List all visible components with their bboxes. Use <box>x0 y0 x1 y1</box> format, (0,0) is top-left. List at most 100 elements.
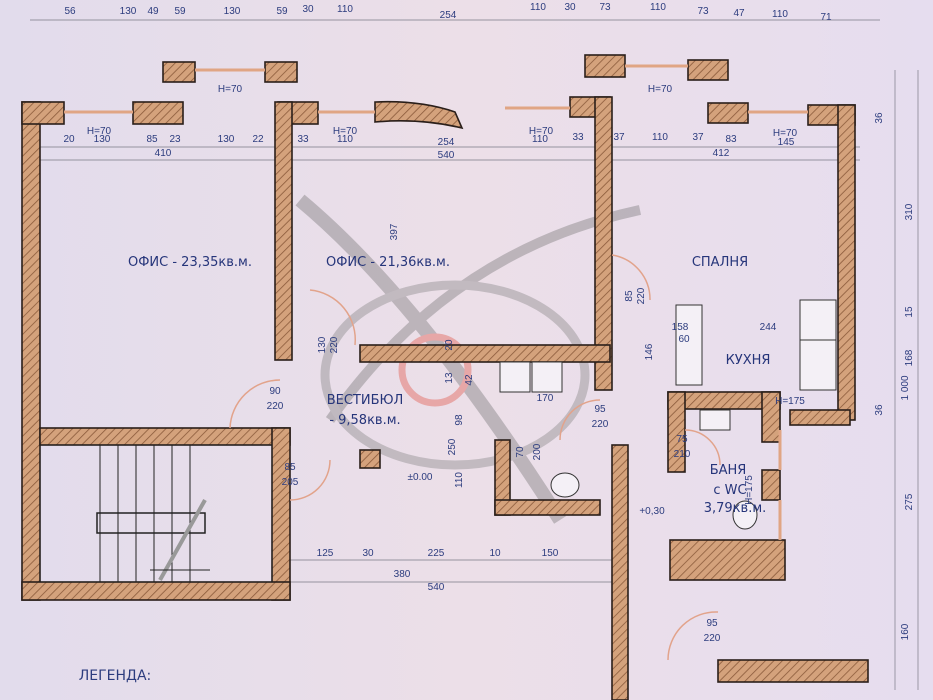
dimension-misc: 397 <box>389 223 400 240</box>
dimension-top: 73 <box>697 6 709 17</box>
dimension-inner: 110 <box>337 134 353 145</box>
level-mark-corridor: +0,30 <box>639 506 665 517</box>
dimension-top: 254 <box>440 10 457 21</box>
dimension-top: 30 <box>564 2 576 13</box>
dimension-top: 110 <box>650 2 666 13</box>
dimension-inner: 37 <box>613 132 625 143</box>
door-height: 220 <box>267 401 284 412</box>
dimension-inner: 254 <box>438 137 455 148</box>
window-height-label: H=175 <box>775 396 805 407</box>
window-height-label: H=70 <box>218 84 243 95</box>
dimension-misc: 20 <box>444 339 455 351</box>
dimension-right: 36 <box>874 404 885 416</box>
room-label-kitchen: КУХНЯ <box>726 353 771 368</box>
dimension-inner: 23 <box>169 134 181 145</box>
dimension-inner: 37 <box>692 132 704 143</box>
windows[interactable] <box>64 64 808 540</box>
room-label-vestibule: ВЕСТИБЮЛ <box>327 393 404 408</box>
window-height-label: H=175 <box>744 475 755 505</box>
dimension-top: 59 <box>174 6 186 17</box>
dimension-bottom: 540 <box>428 582 445 593</box>
dimension-right: 1 000 <box>900 375 911 400</box>
walls <box>21 54 869 700</box>
watermark-logo <box>295 194 642 524</box>
door-width: 95 <box>706 618 718 629</box>
dimension-inner: 410 <box>155 148 172 159</box>
dimension-misc: 42 <box>464 374 475 386</box>
dimension-right: 275 <box>904 493 915 510</box>
stove <box>499 361 531 393</box>
bathtub <box>675 304 703 386</box>
dimension-misc: 60 <box>678 334 690 345</box>
dimension-misc: 98 <box>454 414 465 426</box>
kitchen-stove <box>799 299 837 341</box>
sink <box>531 361 563 393</box>
level-mark-vestibule: ±0.00 <box>408 472 433 483</box>
dimension-misc: 13 <box>444 372 455 384</box>
dimension-right: 168 <box>904 349 915 366</box>
washbasin <box>699 409 731 431</box>
door-width: 95 <box>594 404 606 415</box>
bath-toilet <box>732 500 758 530</box>
room-label-office-1: ОФИС - 23,35кв.м. <box>128 255 252 270</box>
dimension-bottom: 10 <box>489 548 501 559</box>
dimension-top: 59 <box>276 6 288 17</box>
door-height: 205 <box>282 477 299 488</box>
dimension-top: 71 <box>820 12 832 23</box>
door-height: 220 <box>636 287 647 304</box>
dimension-right: 160 <box>900 623 911 640</box>
dimension-inner: 130 <box>218 134 235 145</box>
door-width: 90 <box>269 386 281 397</box>
door-height: 220 <box>704 633 721 644</box>
dimension-misc: 158 <box>672 322 689 333</box>
door-width: 85 <box>624 290 635 302</box>
dimension-bottom: 30 <box>362 548 374 559</box>
dimension-inner: 22 <box>252 134 264 145</box>
dimension-bottom: 225 <box>428 548 445 559</box>
window-height-label: H=70 <box>773 128 798 139</box>
dimension-misc: 70 <box>515 446 526 458</box>
dimension-bottom: 380 <box>394 569 411 580</box>
dimension-misc: 250 <box>447 438 458 455</box>
dimension-misc: 200 <box>532 443 543 460</box>
kitchen-sink <box>799 339 837 391</box>
dimension-right: 310 <box>904 203 915 220</box>
room-label-bath-area: 3,79кв.м. <box>704 501 767 516</box>
plan-labels: ОФИС - 23,35кв.м. ОФИС - 21,36кв.м. СПАЛНЯ… <box>63 2 915 684</box>
dimension-top: 110 <box>772 9 788 20</box>
dimension-misc: 170 <box>537 393 554 404</box>
door-width: 85 <box>284 462 296 473</box>
door-width: 130 <box>317 336 328 353</box>
dimension-inner: 412 <box>713 148 730 159</box>
dimension-lines <box>30 19 919 690</box>
room-label-vestibule-area: - 9,58кв.м. <box>329 413 400 428</box>
dimension-misc: 146 <box>644 343 655 360</box>
dimension-bottom: 125 <box>317 548 334 559</box>
dimension-inner: 85 <box>146 134 158 145</box>
door-height: 220 <box>592 419 609 430</box>
dimension-top: 130 <box>224 6 241 17</box>
dimension-misc: 244 <box>760 322 777 333</box>
window-height-label: H=70 <box>529 126 554 137</box>
legend-title: ЛЕГЕНДА: <box>79 668 152 684</box>
window-height-label: H=70 <box>333 126 358 137</box>
dimension-right: 36 <box>874 112 885 124</box>
doors[interactable] <box>229 254 721 661</box>
dimension-inner: 83 <box>725 134 737 145</box>
door-height: 220 <box>329 336 340 353</box>
toilet <box>550 472 580 498</box>
dimension-right: 15 <box>904 306 915 318</box>
door-width: 75 <box>676 434 688 445</box>
dimension-top: 130 <box>120 6 137 17</box>
dimension-inner: 110 <box>532 134 548 145</box>
room-label-bedroom: СПАЛНЯ <box>692 255 748 270</box>
dimension-top: 56 <box>64 6 76 17</box>
staircase <box>39 444 273 583</box>
dimension-top: 73 <box>599 2 611 13</box>
dimension-top: 49 <box>147 6 159 17</box>
room-label-office-2: ОФИС - 21,36кв.м. <box>326 255 450 270</box>
dimension-inner: 33 <box>297 134 309 145</box>
door-height: 210 <box>674 449 691 460</box>
dimension-top: 30 <box>302 4 314 15</box>
